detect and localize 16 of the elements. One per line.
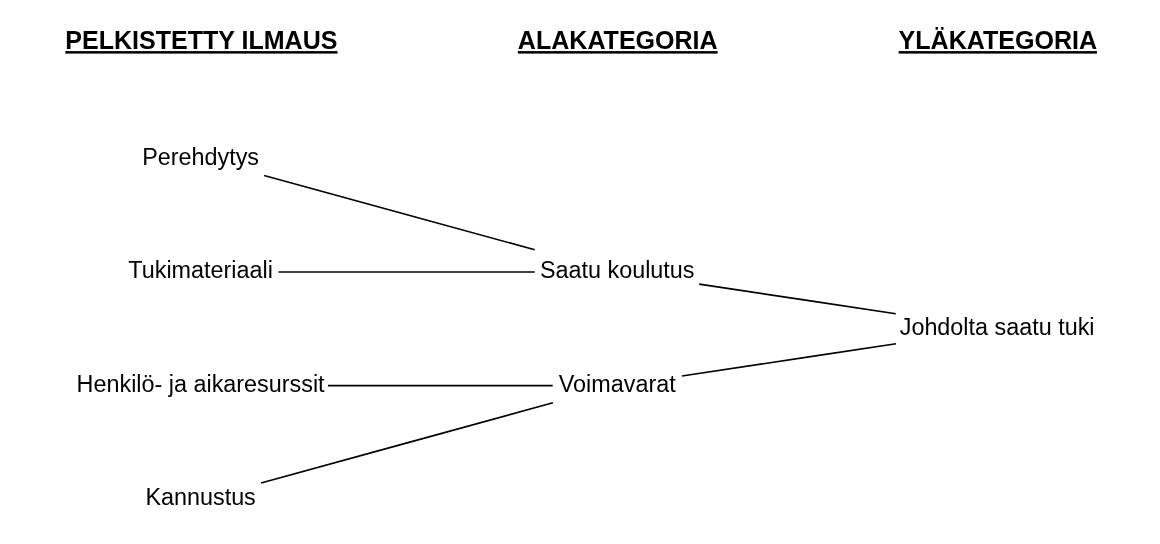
connector [277, 271, 536, 273]
connector [259, 401, 554, 484]
node-text: Voimavarat [558, 370, 676, 397]
node-text: Kannustus [144, 484, 256, 511]
connector [680, 342, 897, 377]
label: ALAKATEGORIA [517, 26, 718, 55]
label: YLÄKATEGORIA [898, 26, 1097, 55]
label: PELKISTETTY ILMAUS [64, 26, 337, 55]
node-text: Henkilö- ja aikaresurssit [76, 370, 325, 397]
node-text: Johdolta saatu tuki [899, 313, 1095, 340]
node-text: Perehdytys [141, 143, 259, 170]
connector [326, 384, 553, 387]
node-text: Tukimateriaali [127, 257, 273, 284]
connector [697, 283, 897, 315]
connector [262, 174, 536, 251]
node-text: Saatu koulutus [539, 257, 695, 284]
